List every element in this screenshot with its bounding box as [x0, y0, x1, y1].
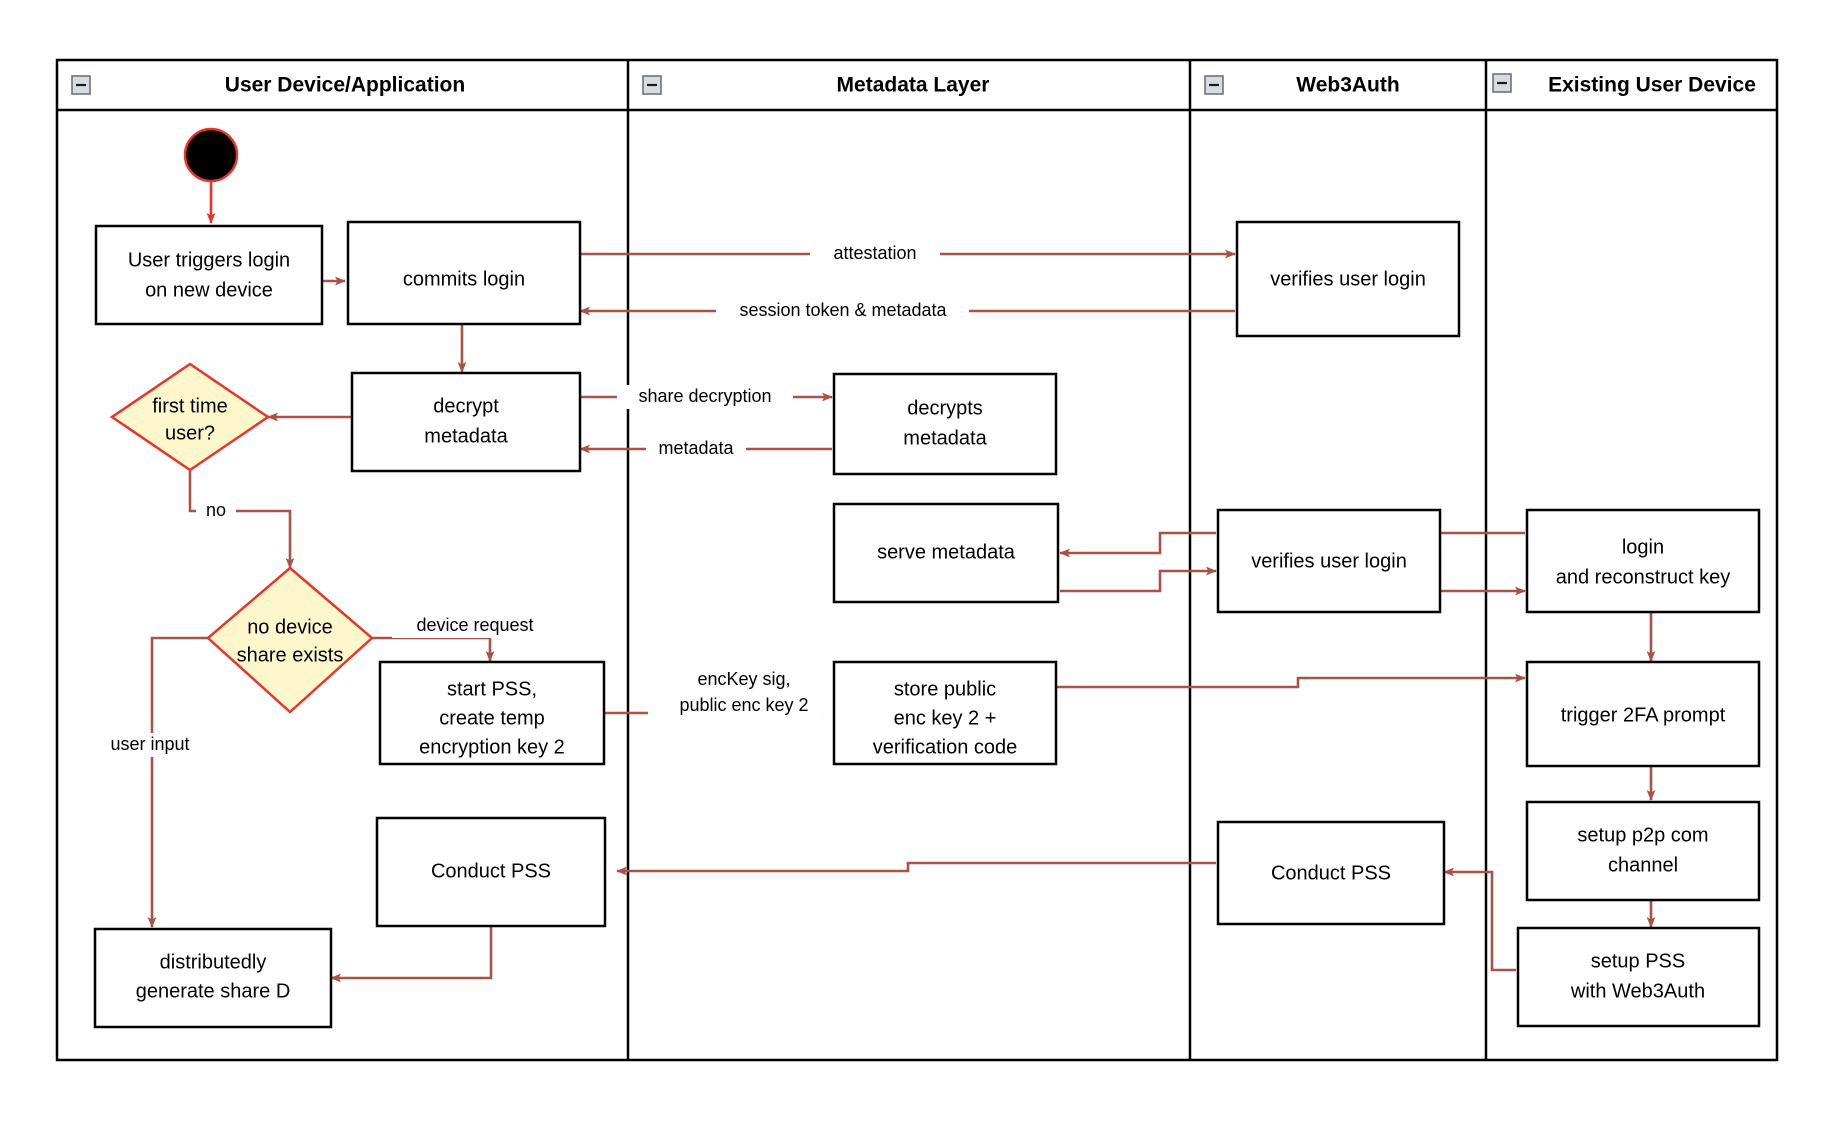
- node-login-reconstruct-line2: and reconstruct key: [1556, 566, 1731, 588]
- collapse-minus-icon-lane-4[interactable]: [1492, 73, 1512, 93]
- node-user-triggers-login-line2: on new device: [145, 279, 273, 301]
- node-store-key-line1: store public: [894, 678, 996, 700]
- node-decrypts-metadata[interactable]: decrypts metadata: [832, 372, 1058, 476]
- lane-title-web3auth: Web3Auth: [1296, 74, 1399, 97]
- node-conduct-pss-web3auth-label: Conduct PSS: [1271, 862, 1391, 884]
- lane-header-existing-device[interactable]: Existing User Device: [1492, 73, 1756, 97]
- node-generate-share-d-line2: generate share D: [136, 980, 291, 1002]
- node-trigger-2fa-label: trigger 2FA prompt: [1561, 704, 1726, 726]
- node-commits-login[interactable]: commits login: [346, 220, 582, 326]
- edge-label-group: attestation session token & metadata sha…: [93, 242, 969, 757]
- lane-title-metadata: Metadata Layer: [837, 74, 990, 97]
- node-login-reconstruct-key[interactable]: login and reconstruct key: [1525, 508, 1761, 614]
- edge-label-metadata: metadata: [658, 438, 734, 458]
- pool-outline: [55, 58, 1779, 1062]
- node-user-triggers-login-line1: User triggers login: [128, 249, 290, 271]
- edge-conductpss-user-to-generateshare: [330, 925, 493, 983]
- node-store-key-line2: enc key 2 +: [894, 707, 997, 729]
- swimlane-pool: [55, 58, 1779, 1062]
- node-first-time-user-decision[interactable]: first time user?: [109, 362, 271, 472]
- lane-title-user-device: User Device/Application: [225, 74, 465, 97]
- lane-title-existing-device: Existing User Device: [1548, 74, 1756, 97]
- node-start-pss-line1: start PSS,: [447, 678, 537, 700]
- edge-label-attestation: attestation: [833, 243, 916, 263]
- node-no-device-share-decision[interactable]: no device share exists: [206, 566, 374, 714]
- node-trigger-2fa-prompt[interactable]: trigger 2FA prompt: [1525, 660, 1761, 768]
- node-decrypts-metadata-line1: decrypts: [907, 397, 983, 419]
- node-decrypts-metadata-line2: metadata: [903, 427, 987, 449]
- node-no-device-share-line2: share exists: [237, 644, 344, 666]
- node-serve-metadata[interactable]: serve metadata: [832, 502, 1060, 604]
- edge-label-enckey-sig-line1: encKey sig,: [697, 669, 790, 689]
- node-user-triggers-login[interactable]: User triggers login on new device: [94, 224, 324, 326]
- collapse-minus-icon-lane-3[interactable]: [1204, 75, 1224, 95]
- node-commits-login-label: commits login: [403, 268, 525, 290]
- node-verifies-user-login-1[interactable]: verifies user login: [1235, 220, 1461, 338]
- edge-label-enckey-sig-line2: public enc key 2: [679, 695, 808, 715]
- node-start-pss[interactable]: start PSS, create temp encryption key 2: [378, 660, 606, 766]
- node-setup-pss-line1: setup PSS: [1591, 950, 1686, 972]
- edge-setuppss-to-conductpss-web3auth: [1443, 867, 1516, 972]
- node-verifies-user-login-1-label: verifies user login: [1270, 268, 1426, 290]
- node-generate-share-d-line1: distributedly: [160, 951, 267, 973]
- lane-header-web3auth[interactable]: Web3Auth: [1204, 74, 1400, 97]
- node-decrypt-metadata[interactable]: decrypt metadata: [350, 371, 582, 473]
- edge-nodeviceshare-to-startpss: [372, 636, 495, 662]
- node-no-device-share-line1: no device: [247, 616, 333, 638]
- node-verifies-user-login-2[interactable]: verifies user login: [1216, 508, 1442, 614]
- edge-store-to-trigger2fa: [1055, 673, 1526, 689]
- node-start-pss-line3: encryption key 2: [419, 736, 565, 758]
- node-setup-pss-line2: with Web3Auth: [1570, 980, 1705, 1002]
- node-decrypt-metadata-line1: decrypt: [433, 395, 499, 417]
- collapse-minus-icon-lane-1[interactable]: [71, 75, 91, 95]
- edge-label-session-token: session token & metadata: [739, 300, 947, 320]
- node-conduct-pss-web3auth[interactable]: Conduct PSS: [1216, 820, 1446, 926]
- edge-conductpss-web3auth-to-conductpss-user: [616, 861, 1216, 876]
- lane-header-user-device[interactable]: User Device/Application: [71, 74, 465, 97]
- edge-verify2-to-serve: [1059, 531, 1216, 558]
- node-setup-p2p-line1: setup p2p com: [1577, 824, 1708, 846]
- node-login-reconstruct-line1: login: [1622, 536, 1664, 558]
- node-serve-metadata-label: serve metadata: [877, 541, 1016, 563]
- lane-header-metadata[interactable]: Metadata Layer: [642, 74, 990, 97]
- edge-nodeviceshare-to-generateshare: [147, 636, 208, 928]
- edge-label-user-input: user input: [110, 734, 189, 754]
- node-store-key-line3: verification code: [873, 736, 1018, 758]
- node-first-time-user-line2: user?: [165, 422, 215, 444]
- node-conduct-pss-user[interactable]: Conduct PSS: [375, 816, 607, 928]
- node-conduct-pss-user-label: Conduct PSS: [431, 860, 551, 882]
- edge-serve-to-verify2: [1060, 566, 1217, 593]
- edge-label-share-decryption: share decryption: [638, 386, 771, 406]
- edge-firsttime-to-nodeviceshare: [188, 470, 295, 569]
- node-store-public-enc-key[interactable]: store public enc key 2 + verification co…: [832, 660, 1058, 766]
- node-setup-p2p-channel[interactable]: setup p2p com channel: [1525, 800, 1761, 902]
- node-decrypt-metadata-line2: metadata: [424, 425, 508, 447]
- node-first-time-user-line1: first time: [152, 395, 228, 417]
- node-generate-share-d[interactable]: distributedly generate share D: [93, 927, 333, 1029]
- node-setup-pss-web3auth[interactable]: setup PSS with Web3Auth: [1516, 926, 1761, 1028]
- edge-label-device-request: device request: [416, 615, 533, 635]
- node-verifies-user-login-2-label: verifies user login: [1251, 550, 1407, 572]
- node-setup-p2p-line2: channel: [1608, 854, 1678, 876]
- edge-label-no: no: [206, 500, 226, 520]
- initial-node[interactable]: [183, 127, 239, 183]
- collapse-minus-icon-lane-2[interactable]: [642, 75, 662, 95]
- node-start-pss-line2: create temp: [439, 707, 545, 729]
